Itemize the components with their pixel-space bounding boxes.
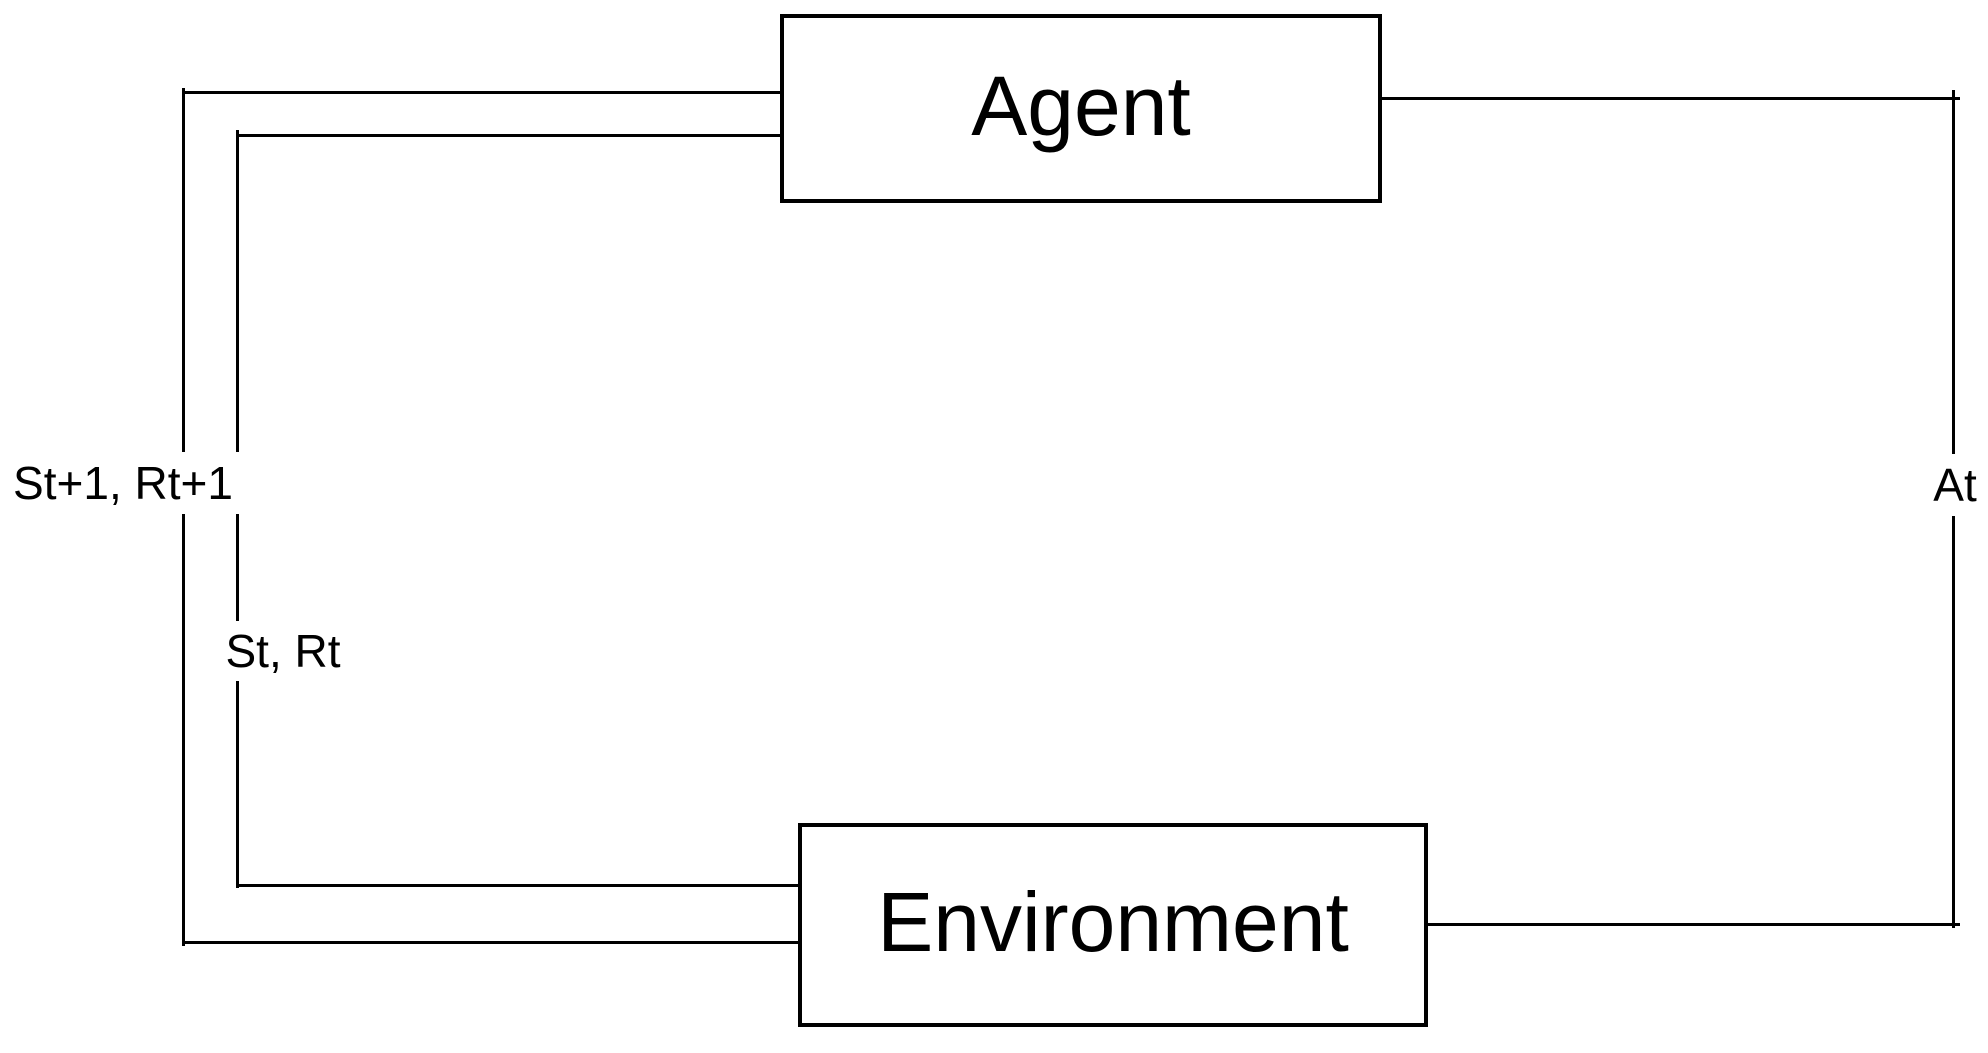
agent-node-label: Agent (971, 58, 1191, 153)
next-state-reward-edge-top-segment (183, 91, 780, 94)
next-state-reward-edge-label: St+1, Rt+1 (0, 452, 246, 514)
environment-node-label: Environment (877, 875, 1349, 969)
state-reward-edge-bottom-segment (236, 884, 798, 887)
action-edge-label: At (1916, 454, 1988, 516)
environment-node: Environment (798, 823, 1428, 1027)
action-edge-top-segment (1382, 97, 1960, 100)
state-reward-edge-label: St, Rt (212, 621, 354, 681)
action-edge-bottom-segment (1428, 923, 1960, 926)
agent-node: Agent (780, 14, 1382, 203)
state-reward-edge-top-segment (237, 134, 780, 137)
next-state-reward-edge-vertical-segment (182, 88, 185, 946)
next-state-reward-edge-bottom-segment (182, 941, 798, 944)
